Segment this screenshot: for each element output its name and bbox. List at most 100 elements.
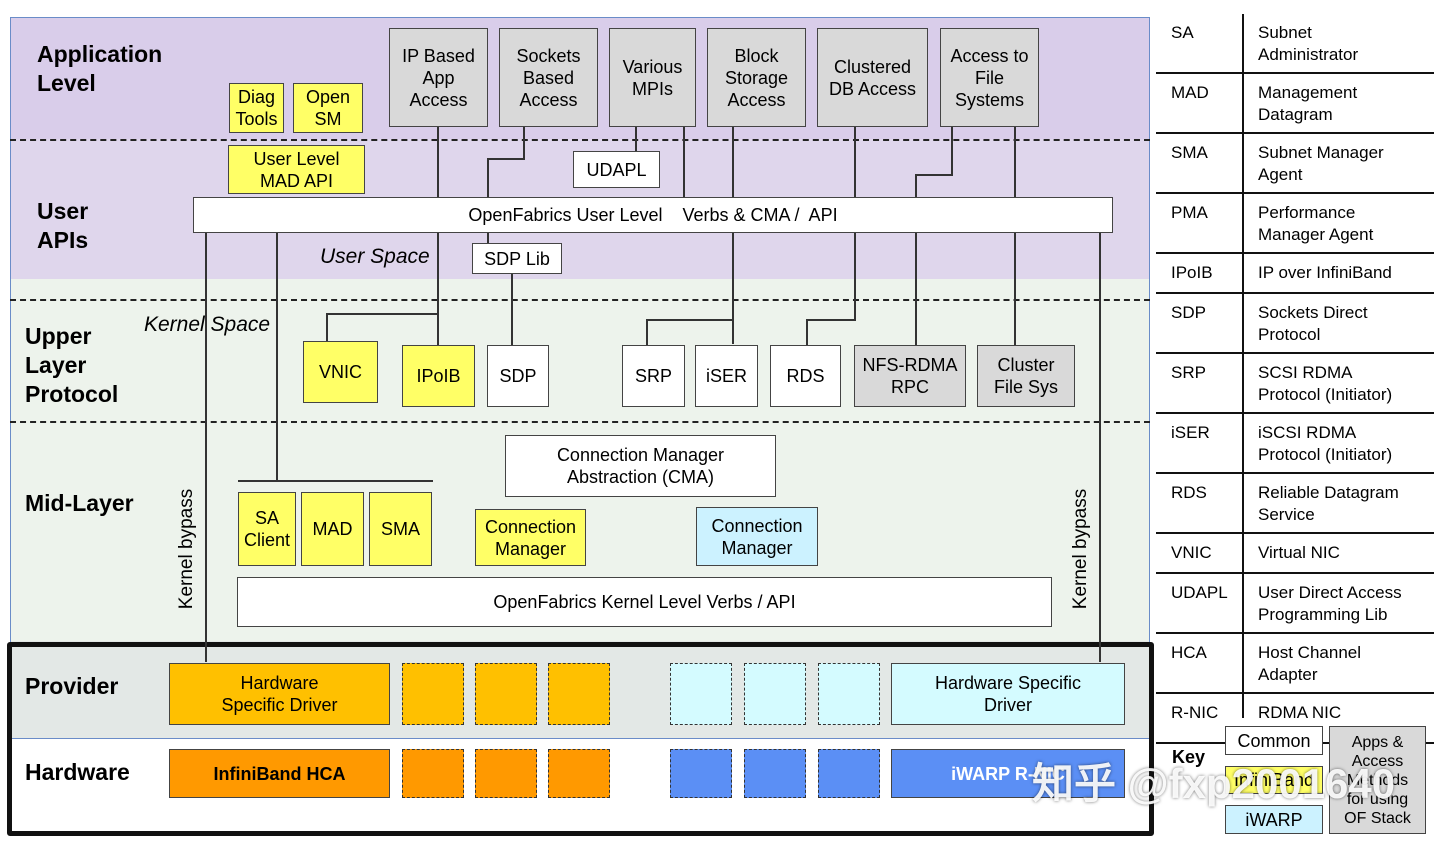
connector-line (511, 272, 513, 346)
connector-line (1014, 126, 1016, 346)
mid-sa-client: SA Client (238, 492, 296, 566)
connector-line (326, 313, 439, 315)
glossary-abbr: SA (1171, 23, 1194, 42)
connector-line (915, 174, 917, 346)
glossary-row: UDAPL User Direct Access Programming Lib (1156, 574, 1434, 634)
glossary-row: PMA Performance Manager Agent (1156, 194, 1434, 254)
key-title: Key (1172, 747, 1206, 767)
kernel-space-label: Kernel Space (144, 313, 271, 336)
mid-mad: MAD (301, 492, 364, 566)
connector-line (806, 319, 856, 321)
hardware-ib-slot (475, 749, 537, 798)
provider-ib-slot (402, 663, 464, 725)
user-level-verbs-api: OpenFabrics User Level Verbs & CMA / API (193, 197, 1113, 233)
connector-line (732, 126, 734, 344)
connector-line (915, 174, 953, 176)
mid-sma: SMA (369, 492, 432, 566)
glossary-abbr: UDAPL (1171, 583, 1228, 602)
glossary-abbr: MAD (1171, 83, 1209, 102)
provider-hardware-frame (7, 642, 1154, 836)
app-clustered-db-access: Clustered DB Access (817, 28, 928, 127)
glossary-desc: Performance Manager Agent (1258, 203, 1374, 244)
connector-line (238, 480, 433, 482)
mid-connection-manager-ib: Connection Manager (475, 509, 586, 566)
ulp-cluster-file-sys: Cluster File Sys (977, 345, 1075, 407)
glossary-desc: User Direct Access Programming Lib (1258, 583, 1402, 624)
udapl-box: UDAPL (573, 151, 660, 188)
glossary-abbr: SMA (1171, 143, 1208, 162)
glossary-row: HCA Host Channel Adapter (1156, 634, 1434, 694)
glossary-desc: Management Datagram (1258, 83, 1358, 124)
hardware-infiniband-hca: InfiniBand HCA (169, 749, 390, 798)
glossary-desc: Virtual NIC (1258, 543, 1340, 562)
glossary-desc: RDMA NIC (1258, 703, 1342, 722)
glossary-abbr: IPoIB (1171, 263, 1213, 282)
glossary-desc: Subnet Administrator (1258, 23, 1359, 64)
connector-line (806, 319, 808, 346)
provider-iwarp-slot (818, 663, 880, 725)
level-upper-layer: Upper Layer Protocol (25, 323, 119, 407)
glossary-row: VNIC Virtual NIC (1156, 534, 1434, 574)
ulp-ipoib: IPoIB (402, 345, 475, 407)
connector-line (683, 126, 685, 198)
ulp-rds: RDS (770, 345, 841, 407)
glossary-row: SA Subnet Administrator (1156, 14, 1434, 74)
connector-line (523, 126, 525, 159)
provider-ib-slot (548, 663, 610, 725)
app-file-systems-access: Access to File Systems (940, 28, 1039, 127)
connector-line (205, 232, 207, 662)
user-space-label: User Space (320, 245, 430, 268)
app-diag-tools: Diag Tools (229, 83, 284, 133)
separator-ulp-mid (10, 421, 1150, 423)
provider-ib-driver: Hardware Specific Driver (169, 663, 390, 725)
kernel-level-verbs-api: OpenFabrics Kernel Level Verbs / API (237, 577, 1052, 627)
glossary-desc: iSCSI RDMA Protocol (Initiator) (1258, 423, 1393, 464)
ulp-iser: iSER (695, 345, 758, 407)
hardware-iwarp-slot (818, 749, 880, 798)
watermark-text: 知乎 @fxp2001640 (1032, 760, 1396, 807)
glossary-abbr: VNIC (1171, 543, 1212, 562)
glossary-abbr: SDP (1171, 303, 1206, 322)
mid-cma: Connection Manager Abstraction (CMA) (505, 435, 776, 497)
glossary-abbr: SRP (1171, 363, 1206, 382)
connector-line (487, 158, 525, 160)
app-open-sm: Open SM (293, 83, 363, 133)
glossary-row: iSER iSCSI RDMA Protocol (Initiator) (1156, 414, 1434, 474)
connector-line (1099, 232, 1101, 662)
glossary-abbr: iSER (1171, 423, 1210, 442)
provider-ib-slot (475, 663, 537, 725)
glossary-abbr: RDS (1171, 483, 1207, 502)
hardware-iwarp-slot (670, 749, 732, 798)
glossary-desc: SCSI RDMA Protocol (Initiator) (1258, 363, 1393, 404)
hardware-iwarp-slot (744, 749, 806, 798)
ulp-vnic: VNIC (303, 341, 378, 403)
level-application: Application Level (37, 41, 163, 96)
outer-blue-frame (10, 17, 1150, 739)
glossary-desc: Subnet Manager Agent (1258, 143, 1384, 184)
kernel-bypass-left: Kernel bypass (176, 488, 197, 610)
sdp-lib-box: SDP Lib (472, 243, 562, 274)
glossary-row: MAD Management Datagram (1156, 74, 1434, 134)
hardware-iwarp-rnic: iWARP R-NIC (891, 749, 1125, 798)
separator-app-user (10, 139, 1150, 141)
mid-connection-manager-iwarp: Connection Manager (696, 507, 818, 566)
user-level-mad-api: User Level MAD API (228, 145, 365, 194)
glossary-abbr: PMA (1171, 203, 1208, 222)
kernel-bypass-right: Kernel bypass (1070, 488, 1091, 610)
app-ip-based-access: IP Based App Access (389, 28, 488, 127)
connector-line (646, 319, 734, 321)
ulp-srp: SRP (622, 345, 685, 407)
glossary-desc: Host Channel Adapter (1258, 643, 1362, 684)
ulp-sdp: SDP (487, 345, 549, 407)
connector-line (326, 313, 328, 342)
provider-iwarp-driver: Hardware Specific Driver (891, 663, 1125, 725)
connector-line (276, 232, 278, 482)
glossary-abbr: HCA (1171, 643, 1207, 662)
glossary-row: SRP SCSI RDMA Protocol (Initiator) (1156, 354, 1434, 414)
glossary-divider (1242, 14, 1244, 718)
glossary-desc: Sockets Direct Protocol (1258, 303, 1368, 344)
glossary-row: SDP Sockets Direct Protocol (1156, 294, 1434, 354)
